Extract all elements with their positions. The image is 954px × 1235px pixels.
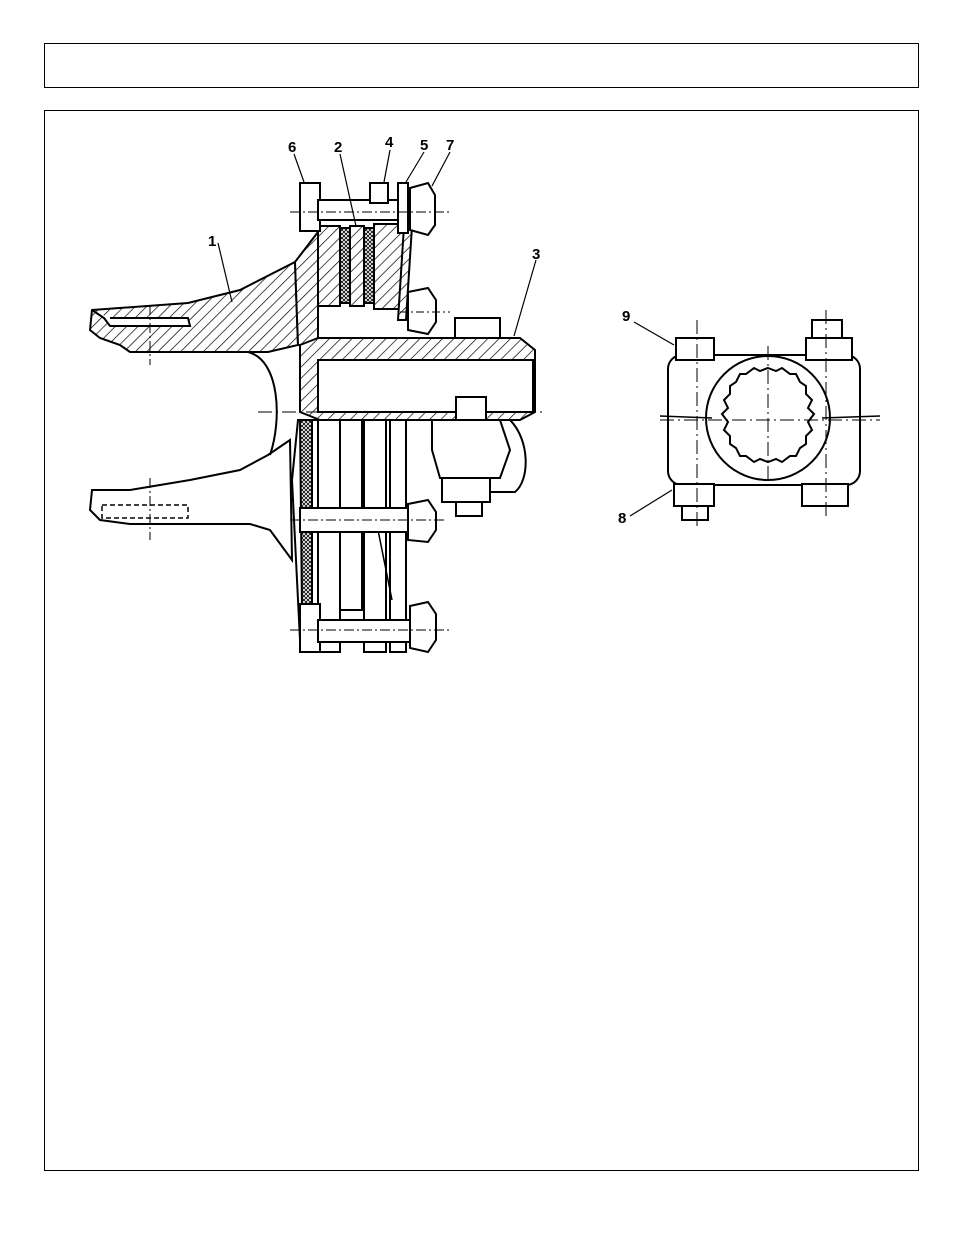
callout-9: 9 bbox=[622, 308, 630, 325]
clamp-bolt-top bbox=[455, 318, 500, 338]
callout-6: 6 bbox=[288, 139, 296, 156]
yoke-lower-arm bbox=[90, 440, 292, 560]
top-spacer bbox=[370, 183, 388, 203]
leader-5 bbox=[406, 152, 424, 182]
bottom-nut bbox=[410, 602, 436, 652]
callout-7: 7 bbox=[446, 137, 454, 154]
callout-2: 2 bbox=[334, 139, 342, 156]
section-view bbox=[90, 150, 545, 652]
leader-8 bbox=[630, 490, 672, 516]
bottom-left-nut bbox=[674, 484, 714, 506]
lower-plate-d bbox=[390, 420, 406, 652]
top-right-nut bbox=[806, 338, 852, 360]
bottom-bolt-shank bbox=[318, 620, 413, 642]
friction-disc-a bbox=[340, 228, 350, 303]
leader-6 bbox=[294, 154, 304, 182]
leader-7 bbox=[432, 152, 450, 186]
friction-disc-b bbox=[364, 228, 374, 303]
lower-plate-c bbox=[364, 420, 386, 652]
mid-nut bbox=[408, 500, 436, 542]
end-view bbox=[630, 310, 880, 530]
top-washer bbox=[398, 183, 408, 233]
callout-8: 8 bbox=[618, 510, 626, 527]
leader-9 bbox=[634, 322, 674, 345]
top-left-nut bbox=[676, 338, 714, 360]
callout-5: 5 bbox=[420, 137, 428, 154]
hub-flange bbox=[295, 232, 318, 345]
leader-3 bbox=[514, 260, 536, 336]
callout-3: 3 bbox=[532, 246, 540, 263]
set-screw-slot bbox=[456, 397, 486, 421]
pressure-plate bbox=[318, 226, 340, 306]
intermediate-plate bbox=[350, 226, 364, 306]
bottom-right-nut bbox=[802, 484, 848, 506]
clamp-nut-bottom bbox=[442, 478, 490, 502]
yoke-throat bbox=[248, 352, 277, 455]
yoke-upper-arm bbox=[90, 262, 298, 352]
top-nut bbox=[410, 183, 435, 235]
sleeve-bore bbox=[318, 360, 533, 412]
lower-plate-a bbox=[318, 420, 340, 652]
clamp-lug bbox=[432, 420, 510, 478]
upper-right-nut bbox=[408, 288, 436, 334]
bottom-left-bolt-end bbox=[682, 506, 708, 520]
top-right-bolt-end bbox=[812, 320, 842, 338]
callout-4: 4 bbox=[385, 134, 394, 151]
clamp-bolt-end bbox=[456, 502, 482, 516]
callout-1: 1 bbox=[208, 233, 216, 250]
leader-4 bbox=[384, 150, 390, 182]
